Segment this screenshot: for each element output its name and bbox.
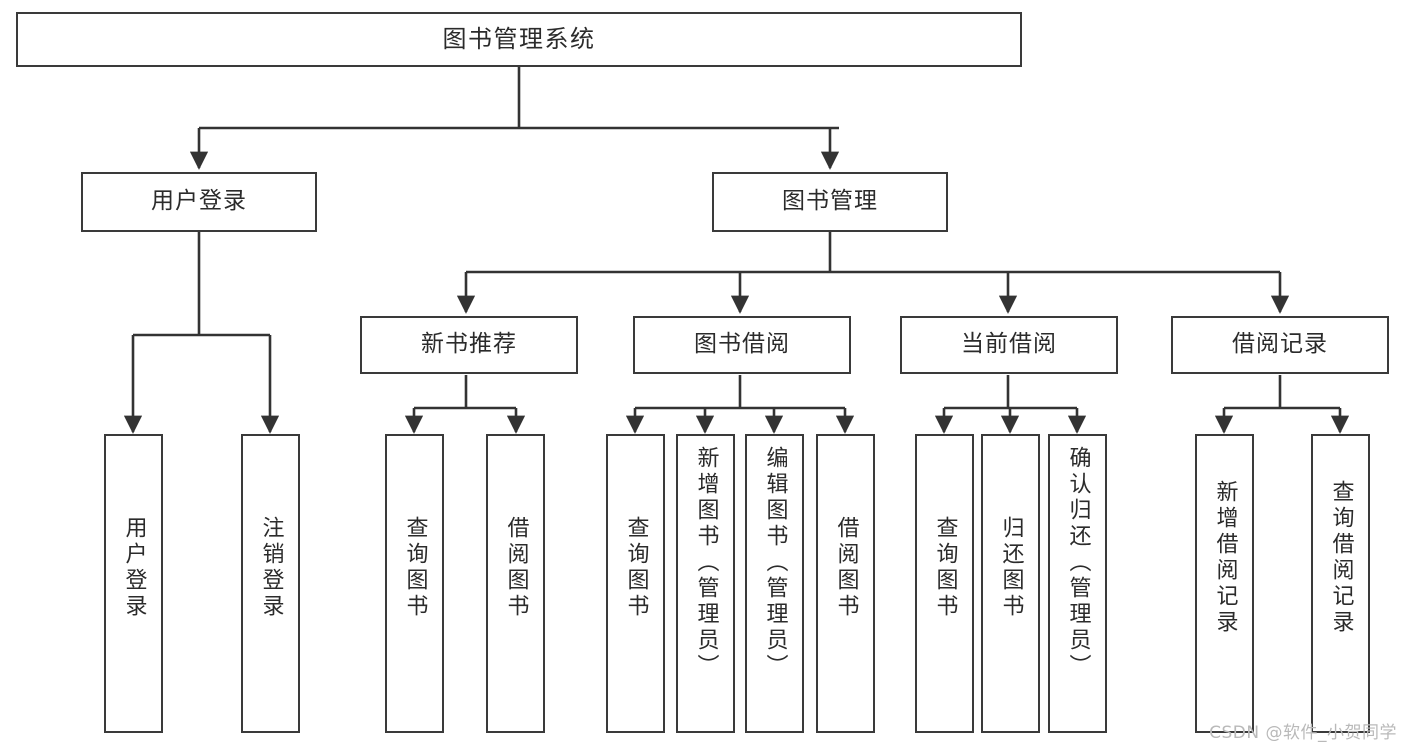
node-user-login[interactable]: 用户登录: [81, 172, 317, 232]
node-label: 新增图书（管理员）: [693, 446, 719, 680]
leaf-query-book-recommend[interactable]: 查询图书: [385, 434, 444, 733]
node-label: 图书管理: [782, 188, 878, 215]
node-label: 查询借阅记录: [1328, 480, 1354, 636]
leaf-query-borrow-record[interactable]: 查询借阅记录: [1311, 434, 1370, 733]
leaf-return-book[interactable]: 归还图书: [981, 434, 1040, 733]
node-label: 用户登录: [151, 188, 247, 215]
leaf-borrow-book-borrow[interactable]: 借阅图书: [816, 434, 875, 733]
node-label: 查询图书: [932, 516, 958, 620]
node-label: 编辑图书（管理员）: [762, 446, 788, 680]
leaf-add-borrow-record[interactable]: 新增借阅记录: [1195, 434, 1254, 733]
node-label: 当前借阅: [961, 331, 1057, 358]
watermark: CSDN @软件_小贺同学: [1209, 723, 1397, 743]
node-root-book-management-system[interactable]: 图书管理系统: [16, 12, 1022, 67]
leaf-add-book-admin[interactable]: 新增图书（管理员）: [676, 434, 735, 733]
node-book-borrow[interactable]: 图书借阅: [633, 316, 851, 374]
node-label: 用户登录: [121, 516, 147, 620]
node-label: 借阅图书: [833, 516, 859, 620]
node-label: 确认归还（管理员）: [1065, 446, 1091, 680]
node-label: 借阅记录: [1232, 331, 1328, 358]
leaf-query-book-current[interactable]: 查询图书: [915, 434, 974, 733]
leaf-confirm-return-admin[interactable]: 确认归还（管理员）: [1048, 434, 1107, 733]
node-label: 借阅图书: [503, 516, 529, 620]
leaf-borrow-book-recommend[interactable]: 借阅图书: [486, 434, 545, 733]
node-label: 新书推荐: [421, 331, 517, 358]
node-label: 归还图书: [998, 516, 1024, 620]
node-borrow-record[interactable]: 借阅记录: [1171, 316, 1389, 374]
node-label: 注销登录: [258, 516, 284, 620]
node-current-borrow[interactable]: 当前借阅: [900, 316, 1118, 374]
node-label: 图书借阅: [694, 331, 790, 358]
node-new-book-recommend[interactable]: 新书推荐: [360, 316, 578, 374]
leaf-user-login[interactable]: 用户登录: [104, 434, 163, 733]
node-book-management[interactable]: 图书管理: [712, 172, 948, 232]
node-label: 查询图书: [623, 516, 649, 620]
node-label: 查询图书: [402, 516, 428, 620]
leaf-logout-login[interactable]: 注销登录: [241, 434, 300, 733]
leaf-query-book-borrow[interactable]: 查询图书: [606, 434, 665, 733]
leaf-edit-book-admin[interactable]: 编辑图书（管理员）: [745, 434, 804, 733]
node-label: 图书管理系统: [442, 25, 596, 54]
node-label: 新增借阅记录: [1212, 480, 1238, 636]
